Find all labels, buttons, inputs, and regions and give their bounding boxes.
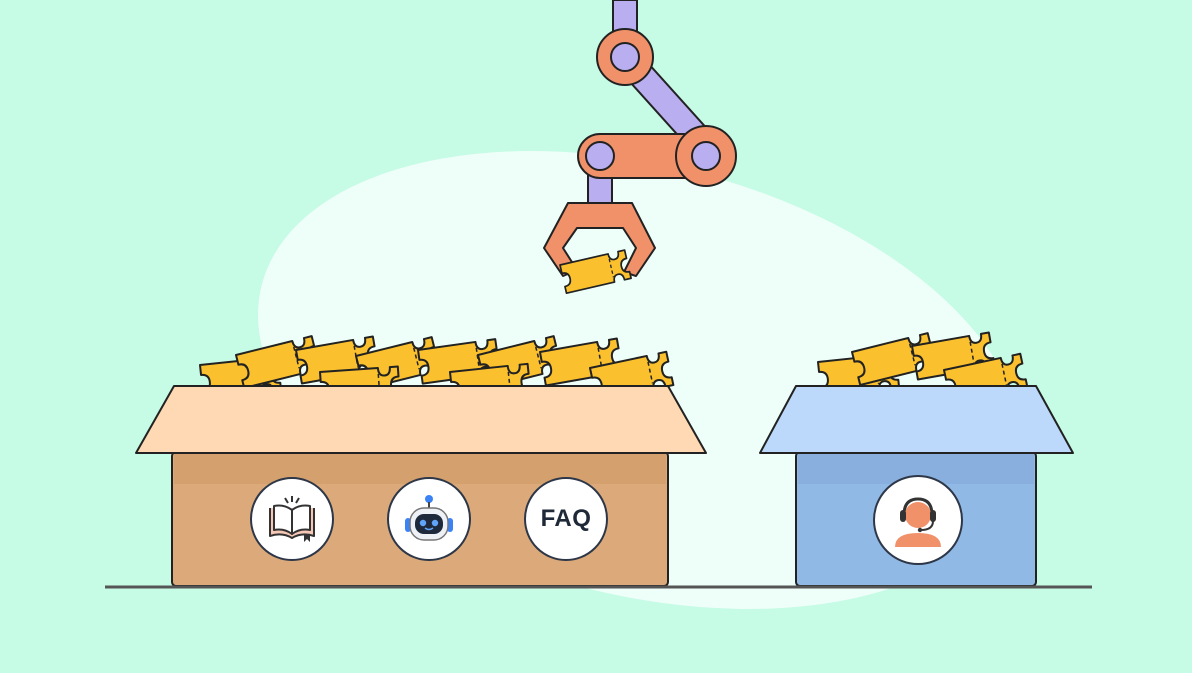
support-agent-icon <box>873 475 963 565</box>
robot-icon <box>387 477 471 561</box>
book-icon <box>250 477 334 561</box>
robot-arm <box>543 0 737 277</box>
faq-label: FAQ <box>540 505 592 532</box>
faq-icon: FAQ <box>524 477 608 561</box>
